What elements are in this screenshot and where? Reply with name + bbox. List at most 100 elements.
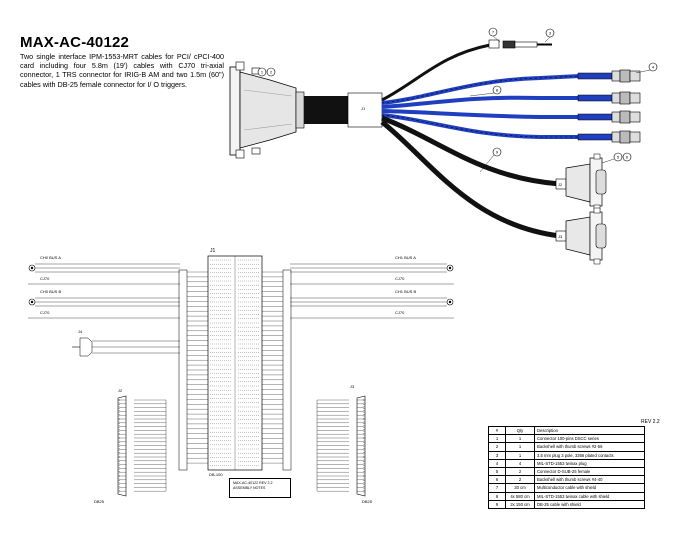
bom-cell: 1 <box>505 450 535 460</box>
db25-pin-dot <box>117 490 121 493</box>
j4-trs-plug: J4 <box>72 329 180 357</box>
callout-balloons: 2 1 7 3 4 8 9 5 6 <box>257 27 658 173</box>
callout-8: 8 <box>496 88 499 93</box>
bom-cell: Connector 100-pins DSCC series <box>534 434 645 444</box>
svg-text:J4: J4 <box>78 329 83 334</box>
bom-cell: MIL-STD-1553 twinax cable with shield <box>534 491 645 501</box>
callout-2: 2 <box>270 70 273 75</box>
db25-pin-dot <box>362 410 366 413</box>
db25-cable-j2 <box>381 115 561 187</box>
db25-pin-dot <box>362 421 366 424</box>
db25-pin-dot <box>117 448 121 451</box>
db25-pin-dot <box>117 414 121 417</box>
document-description: Two single interface IPM-1553-MRT cables… <box>20 52 224 89</box>
revision-label: REV 2.2 <box>641 419 660 425</box>
db25-pin-dot <box>362 398 366 402</box>
cable-trunk <box>304 96 348 124</box>
svg-text:DB25: DB25 <box>94 499 105 504</box>
bom-col-description: Description <box>534 425 645 436</box>
db25-cable-j3 <box>380 120 561 239</box>
wiring-schematic: J1 DB-100 CH0 BUS A CJ70 CH0 BUS B <box>28 248 454 504</box>
db25-pin-dot <box>117 402 121 405</box>
ch0-bus-b-group: CH0 BUS B CJ70 <box>28 289 180 319</box>
db25-pin-dot <box>117 467 121 470</box>
ch1-bus-a-group: CH1 BUS A CJ70 <box>290 255 454 285</box>
svg-text:CH0 BUS A: CH0 BUS A <box>40 255 61 260</box>
j2-db25-block: J2 DB25 <box>94 388 167 504</box>
label-j1-tag: J1 <box>361 106 366 111</box>
db25-pin-dot <box>117 455 121 459</box>
db25-pin-dot <box>362 448 366 451</box>
callout-7: 7 <box>492 30 495 35</box>
bom-col-number: # <box>488 425 506 436</box>
breakout-boot <box>347 92 383 128</box>
callout-1: 1 <box>261 70 264 75</box>
bom-cell: 8 <box>488 491 506 501</box>
svg-text:CH1 BUS A: CH1 BUS A <box>395 255 416 260</box>
db25-pin-dot <box>117 398 121 402</box>
db25-pin-dot <box>117 444 121 447</box>
db25-pin-dot <box>362 474 366 478</box>
db25-pin-dot <box>362 417 366 421</box>
db25-pin-dot <box>117 429 121 432</box>
assembly-note-box: MAX-AC-40122 REV 2.2 ASSEMBLY NOTES <box>229 478 291 498</box>
callout-6: 6 <box>626 155 629 160</box>
trs-plug <box>502 40 516 49</box>
db25-pin-dot <box>362 444 366 447</box>
svg-text:CJ70: CJ70 <box>40 276 50 281</box>
bom-cell: 4x 580 cm <box>505 491 535 501</box>
bom-header-row: # Qty Description <box>488 425 645 436</box>
j3-db25-block: J3 DB25 <box>316 384 373 504</box>
db25-pin-dot <box>117 463 121 466</box>
bom-cell: 6 <box>488 475 506 485</box>
db100-connector <box>229 61 305 159</box>
ch0-bus-a-group: CH0 BUS A CJ70 <box>28 255 180 285</box>
svg-text:CJ70: CJ70 <box>40 310 50 315</box>
trs-cable <box>381 43 491 102</box>
svg-text:CH0 BUS B: CH0 BUS B <box>40 289 61 294</box>
bom-cell: 9 <box>488 499 506 509</box>
bom-cell: Backshell with thumb screws #4-40 <box>534 475 645 485</box>
svg-text:J2: J2 <box>118 388 123 393</box>
db25-pin-dot <box>117 425 121 428</box>
svg-text:DB25: DB25 <box>362 499 373 504</box>
callout-9: 9 <box>496 150 499 155</box>
bom-cell: 4 <box>488 458 506 468</box>
db25-pin-dot <box>117 474 121 478</box>
bom-cell: 1 <box>505 442 535 452</box>
ch1-bus-b-group: CH1 BUS B CJ70 <box>290 289 454 319</box>
svg-text:J2: J2 <box>558 182 563 187</box>
db25-pin-dot <box>362 433 366 436</box>
document-title: MAX-AC-40122 <box>20 34 130 51</box>
svg-text:J3: J3 <box>350 384 355 389</box>
db25-pin-dot <box>117 459 121 462</box>
db25-pin-dot <box>362 436 366 440</box>
bom-cell: MIL-STD-1553 twinax plug <box>534 458 645 468</box>
db25-connector-j2: J2 <box>555 153 607 211</box>
bom-cell: Connector D-SUB-25 female <box>534 466 645 477</box>
bom-cell: 2 <box>488 442 506 452</box>
note-line: ASSEMBLY NOTES <box>233 486 266 490</box>
bom-cell: 5 <box>488 466 506 477</box>
db25-pin-dot <box>362 406 366 409</box>
db25-pin-dot <box>362 486 366 489</box>
db25-pin-dot <box>117 482 121 485</box>
bom-cell: 1 <box>505 434 535 444</box>
db25-pin-dot <box>362 482 366 485</box>
bom-cell: 2 <box>505 475 535 485</box>
db25-pin-dot <box>117 452 121 455</box>
db25-pin-dot <box>362 467 366 470</box>
db25-pin-dot <box>362 471 366 474</box>
db25-pin-dot <box>362 429 366 432</box>
svg-text:J1: J1 <box>210 248 216 254</box>
svg-text:CJ70: CJ70 <box>395 276 405 281</box>
bom-cell: 4 <box>505 458 535 468</box>
db25-pin-dot <box>117 406 121 409</box>
